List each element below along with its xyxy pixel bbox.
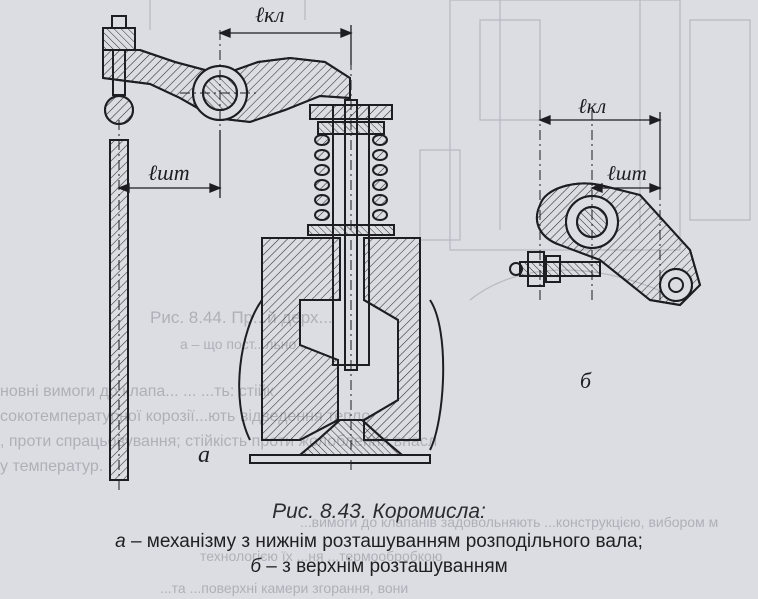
- figure-a-valve-mechanism: [102, 15, 445, 490]
- bleed-text-7: ...вимоги до клапанів задовольняють ...к…: [300, 514, 719, 530]
- subfigure-label-a: а: [198, 442, 210, 468]
- caption-line-b-text: – з верхнім розташуванням: [261, 556, 508, 577]
- bleed-text-8: технологією їх ...ня ...термообробкою: [200, 548, 443, 564]
- figure-a-dimensions: [117, 25, 353, 198]
- dim-label-klp-a: ℓкл: [255, 2, 285, 27]
- figure-b-rocker-arm: [509, 110, 702, 307]
- rocker-arm-drawing: ℓкл ℓшт: [102, 0, 751, 490]
- caption-line-a: а – механізму з нижнім розташуванням роз…: [0, 531, 758, 553]
- figure-caption-title: Рис. 8.43. Коромисла:: [272, 500, 486, 523]
- bleed-text-6: у температур.: [0, 458, 104, 475]
- figure-b-dimensions: [538, 112, 662, 193]
- dim-label-klp-b: ℓкл: [578, 94, 606, 118]
- caption-line-a-text: – механізму з нижнім розташуванням розпо…: [125, 531, 643, 552]
- dim-label-sht-b: ℓшт: [607, 161, 647, 185]
- caption-line-b: б – з верхнім розташуванням: [0, 556, 758, 578]
- subfigure-label-b: б: [580, 368, 592, 393]
- dim-label-sht-a: ℓшт: [148, 160, 190, 185]
- caption-line-a-prefix: а: [115, 531, 126, 552]
- bleed-text-3: новні вимоги до клапа... ... ...ть: стій…: [0, 383, 274, 400]
- bleed-text-9: ...та ...поверхні камери згорання, вони: [160, 580, 409, 596]
- caption-line-b-prefix: б: [250, 556, 261, 577]
